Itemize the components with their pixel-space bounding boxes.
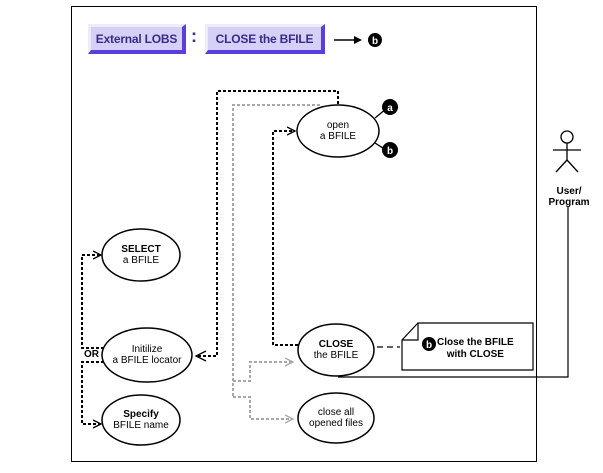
actor-user-program-icon xyxy=(553,130,581,173)
connector-initialize-to-specify xyxy=(81,361,104,424)
or-label: OR xyxy=(84,349,99,360)
external-lobs-button[interactable]: External LOBS xyxy=(88,24,186,54)
svg-text:b: b xyxy=(387,146,393,157)
use-case-close-all[interactable] xyxy=(297,392,375,444)
diagram-frame xyxy=(71,6,537,462)
connector-gray-to-close xyxy=(233,362,293,382)
step-marker-a: a xyxy=(382,99,398,115)
connector-initialize-to-open-top xyxy=(198,90,339,357)
actor-label: User/Program xyxy=(548,186,590,208)
svg-text:a: a xyxy=(387,103,393,114)
step-marker-b: b xyxy=(382,142,398,158)
connector-gray-to-close-all xyxy=(233,396,293,419)
use-case-open[interactable] xyxy=(296,104,380,158)
connector-initialize-to-select xyxy=(81,255,104,349)
svg-text:b: b xyxy=(372,36,378,47)
svg-text:b: b xyxy=(426,340,432,351)
use-case-select[interactable] xyxy=(101,228,181,282)
header-step-arrow xyxy=(334,36,362,44)
note-box xyxy=(401,322,534,371)
note-marker-b: b xyxy=(422,337,436,351)
header-step-marker-b: b xyxy=(368,33,382,47)
use-case-specify[interactable] xyxy=(101,394,181,446)
use-case-close[interactable] xyxy=(297,323,375,377)
connector-gray-trunk xyxy=(232,104,320,397)
actor-association-line xyxy=(338,207,569,378)
connector-close-to-open xyxy=(272,131,298,346)
close-the-bfile-button[interactable]: CLOSE the BFILE xyxy=(205,24,325,54)
header-separator: : xyxy=(191,26,197,46)
use-case-initialize[interactable] xyxy=(101,327,193,383)
